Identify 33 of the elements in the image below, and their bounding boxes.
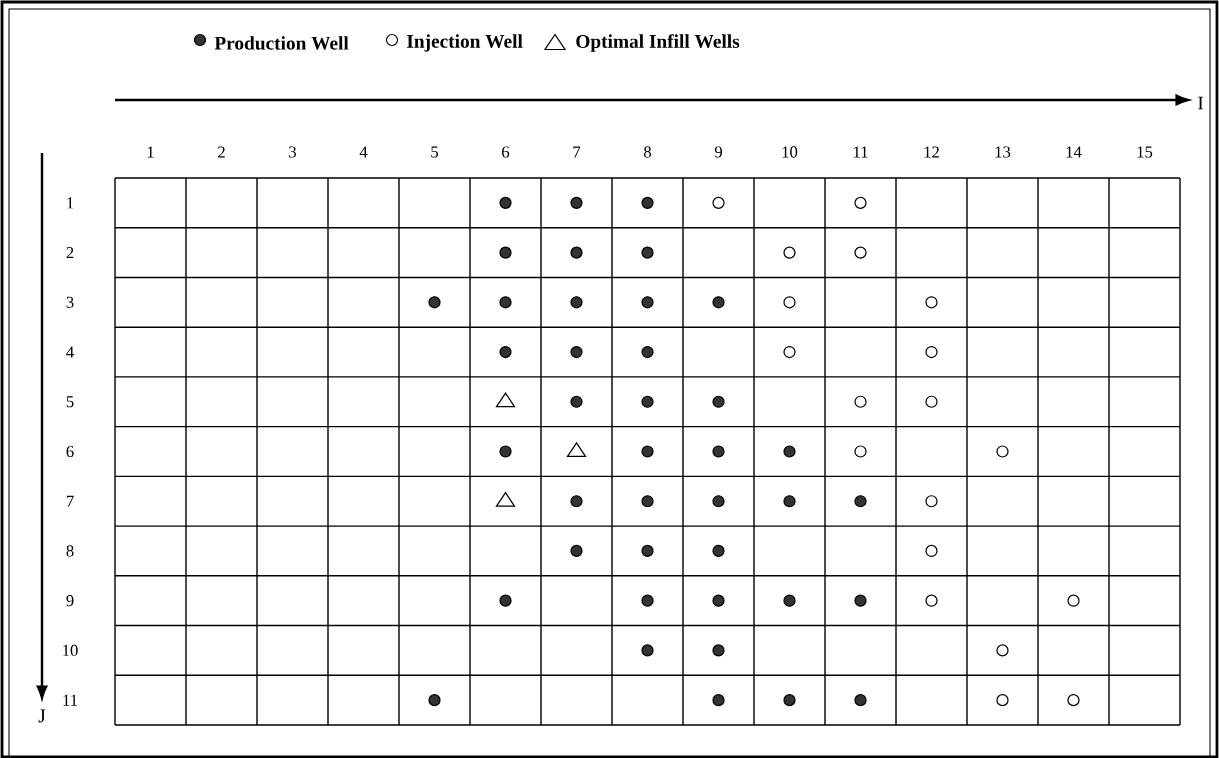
tick-label: 1 <box>147 146 154 158</box>
legend-item: Injection Well <box>385 33 523 52</box>
tick-label: 9 <box>714 146 722 158</box>
legend-label: Production Well <box>214 36 349 50</box>
tick-label: 15 <box>1137 146 1153 158</box>
tick-label: 9 <box>66 595 74 607</box>
tick-label: 2 <box>66 247 74 259</box>
tick-label: 11 <box>63 694 78 706</box>
tick-label: 4 <box>359 146 368 158</box>
tick-label: 3 <box>289 146 296 158</box>
tick-label: 5 <box>431 146 438 158</box>
tick-label: 6 <box>502 146 510 158</box>
tick-label: 3 <box>66 296 74 308</box>
tick-label: 10 <box>63 644 78 657</box>
axis-label: J <box>38 709 46 723</box>
tick-label: 4 <box>66 346 74 358</box>
tick-label: 13 <box>995 146 1011 158</box>
tick-label: 8 <box>643 146 652 158</box>
tick-label: 7 <box>573 146 581 158</box>
tick-label: 14 <box>1066 146 1082 158</box>
tick-label: 10 <box>782 146 798 158</box>
tick-label: 8 <box>66 545 74 557</box>
legend-label: Injection Well <box>407 34 523 52</box>
tick-label: 2 <box>218 146 225 158</box>
legend-item: Production Well <box>193 33 349 50</box>
tick-label: 1 <box>67 197 74 209</box>
tick-label: 7 <box>66 495 74 507</box>
legend-label: Optimal Infill Wells <box>576 34 740 52</box>
tick-label: 12 <box>924 146 939 158</box>
tick-label: 5 <box>66 396 74 408</box>
axis-label: I <box>1198 96 1204 110</box>
tick-label: 6 <box>66 445 74 458</box>
tick-label: 11 <box>853 146 868 158</box>
